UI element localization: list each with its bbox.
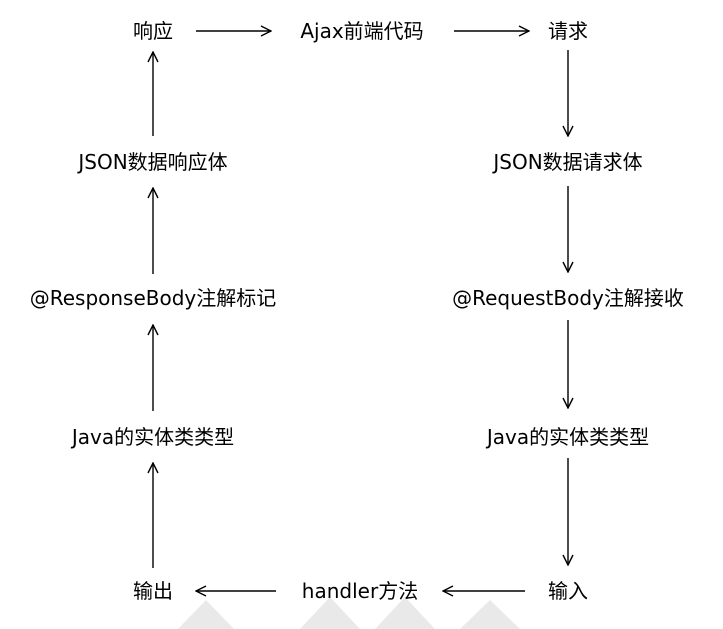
- node-ajax-frontend-code: Ajax前端代码: [300, 19, 424, 43]
- node-response: 响应: [133, 19, 173, 43]
- node-input: 输入: [548, 579, 588, 603]
- node-request: 请求: [548, 19, 588, 43]
- node-handler-method: handler方法: [301, 579, 419, 603]
- node-java-entity-type-right: Java的实体类类型: [486, 425, 650, 449]
- node-responsebody-annotation: @ResponseBody注解标记: [29, 286, 277, 310]
- node-requestbody-annotation: @RequestBody注解接收: [452, 286, 684, 310]
- node-java-entity-type-left: Java的实体类类型: [71, 425, 235, 449]
- node-json-response-body: JSON数据响应体: [78, 150, 228, 174]
- node-output: 输出: [133, 579, 173, 603]
- node-json-request-body: JSON数据请求体: [493, 150, 643, 174]
